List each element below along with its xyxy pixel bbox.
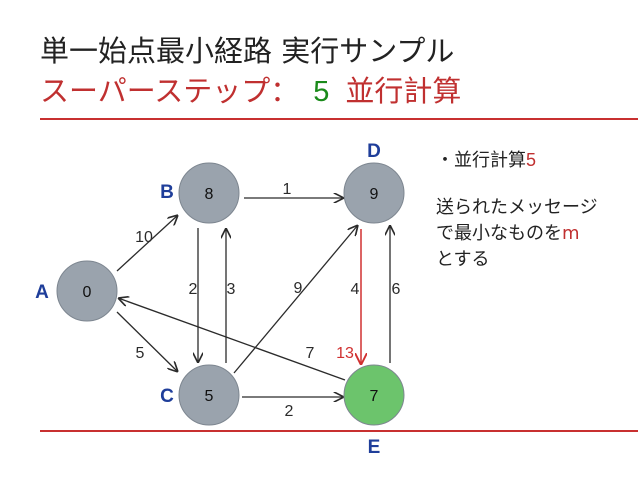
- node-value-a: 0: [83, 284, 92, 301]
- edge-weight-a-b: 10: [135, 229, 153, 246]
- note-bullet-number: 5: [526, 150, 537, 170]
- note-line2: で最小なものをm: [436, 223, 580, 244]
- node-d: [343, 162, 405, 224]
- edge-e-a: [118, 298, 346, 381]
- node-value-c: 5: [205, 388, 214, 405]
- node-e: [343, 364, 405, 426]
- footer-divider: [40, 430, 638, 432]
- edge-a-c: [116, 311, 178, 372]
- edge-weight-b-d: 1: [283, 181, 292, 198]
- edge-weight-b-c: 2: [189, 281, 198, 298]
- node-c: [178, 364, 240, 426]
- node-b: [178, 162, 240, 224]
- edge-weight-e-a: 7: [306, 345, 315, 362]
- node-label-a: A: [35, 282, 49, 303]
- message-value-d-e: 13: [336, 345, 354, 362]
- edge-weight-c-e: 2: [285, 403, 294, 420]
- node-value-b: 8: [205, 186, 214, 203]
- edge-a-b: [116, 215, 178, 272]
- node-value-e: 7: [370, 388, 379, 405]
- edge-weight-c-b: 3: [227, 281, 236, 298]
- edge-weight-e-d: 6: [392, 281, 401, 298]
- superstep-label: スーパーステップ：: [40, 74, 300, 108]
- note-variable-m: m: [562, 223, 580, 244]
- phase-label: 並行計算: [345, 74, 462, 108]
- edge-weight-a-c: 5: [136, 345, 145, 362]
- node-value-d: 9: [370, 186, 379, 203]
- node-a: [56, 260, 118, 322]
- node-label-b: B: [160, 182, 174, 203]
- node-label-c: C: [160, 386, 174, 407]
- node-label-e: E: [368, 437, 381, 458]
- node-label-d: D: [367, 141, 381, 162]
- edge-weight-c-d: 9: [294, 280, 303, 297]
- note-bullet: ・並行計算5: [436, 150, 537, 171]
- slide-title-line2: スーパーステップ： 5 並行計算: [40, 68, 461, 110]
- slide-title-line1: 単一始点最小経路 実行サンプル: [40, 34, 455, 68]
- edge-weight-d-e: 4: [351, 281, 360, 298]
- note-line1: 送られたメッセージ: [436, 197, 598, 218]
- superstep-number: 5: [313, 76, 330, 108]
- edge-c-d: [233, 225, 358, 374]
- note-line3: とする: [436, 249, 490, 270]
- title-divider: [40, 118, 638, 120]
